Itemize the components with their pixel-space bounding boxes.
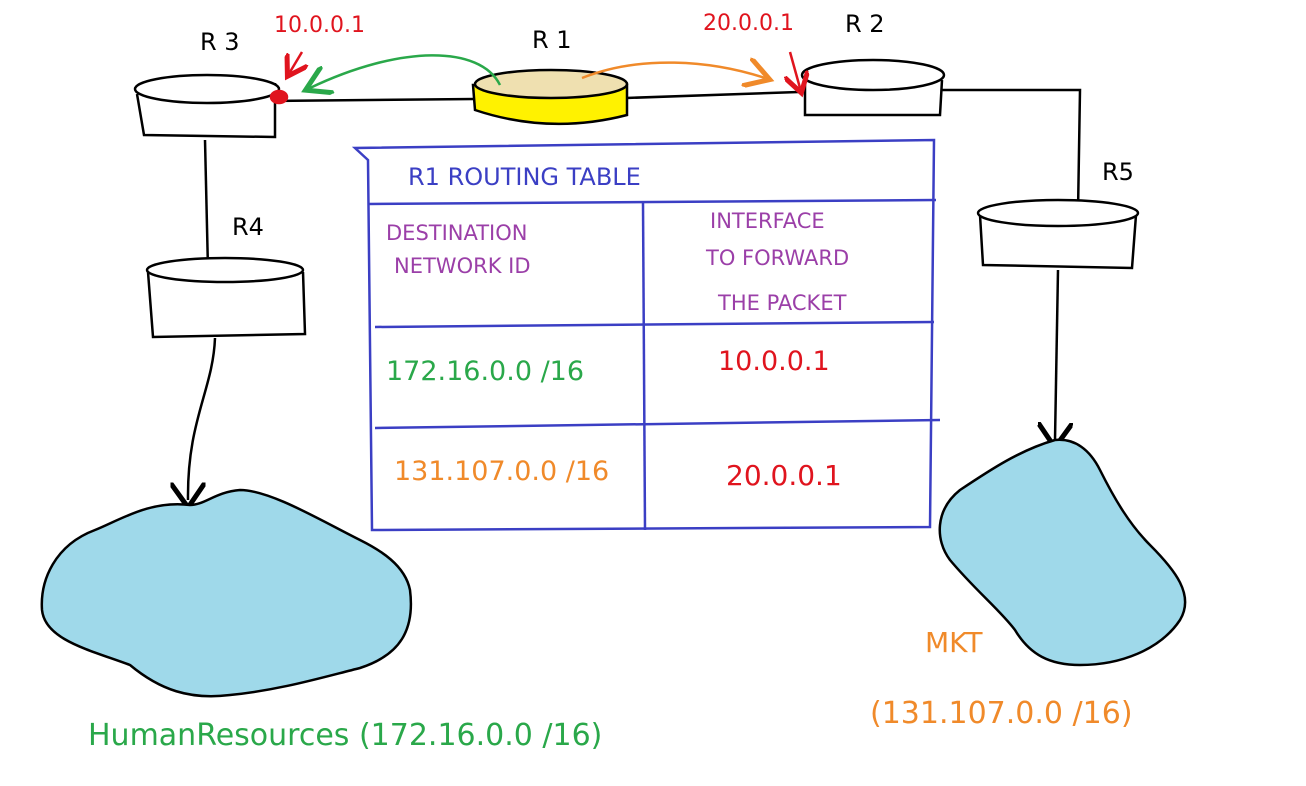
mkt-network-name: MKT — [925, 626, 983, 659]
link-r1-r2 — [625, 89, 829, 100]
link-r5-mkt — [1055, 269, 1058, 440]
link-r3-r1 — [267, 97, 476, 103]
router-r1[interactable] — [471, 68, 629, 126]
link-r4-hr — [188, 337, 217, 500]
r4-label: R4 — [232, 213, 264, 241]
green-route-arrow — [310, 54, 502, 88]
hr-network-cloud[interactable] — [40, 488, 413, 698]
routing-table — [351, 138, 941, 532]
row1-interface: 10.0.0.1 — [718, 346, 830, 377]
header-destination-line1: DESTINATION — [386, 221, 528, 245]
hr-network-label: HumanResources (172.16.0.0 /16) — [88, 718, 602, 753]
r5-label: R5 — [1102, 158, 1134, 186]
link-r2-r5 — [940, 88, 1082, 213]
router-r2[interactable] — [800, 58, 946, 117]
r1-label: R 1 — [532, 26, 572, 54]
orange-route-arrow — [581, 63, 765, 78]
router-r5[interactable] — [976, 198, 1140, 270]
routing-table-title: R1 ROUTING TABLE — [408, 163, 641, 191]
mkt-network-cloud[interactable] — [938, 438, 1187, 667]
r3-label: R 3 — [200, 28, 240, 56]
r2-interface-pointer — [790, 51, 800, 88]
row2-destination: 131.107.0.0 /16 — [394, 456, 609, 487]
mkt-network-subnet: (131.107.0.0 /16) — [870, 696, 1133, 731]
row2-interface: 20.0.0.1 — [726, 459, 842, 492]
r3-interface-ip: 10.0.0.1 — [274, 13, 365, 38]
r2-label: R 2 — [845, 10, 885, 38]
header-interface-line1: INTERFACE — [710, 209, 825, 233]
row1-destination: 172.16.0.0 /16 — [386, 356, 584, 387]
link-r3-r4 — [203, 139, 210, 271]
links — [188, 88, 1082, 500]
router-r4[interactable] — [145, 256, 307, 339]
header-interface-line2: TO FORWARD — [705, 246, 849, 270]
header-destination-line2: NETWORK ID — [394, 254, 531, 278]
r2-interface-ip: 20.0.0.1 — [703, 11, 794, 36]
r3-interface-pointer — [290, 51, 302, 72]
r3-interface-dot — [269, 89, 289, 105]
router-r3[interactable] — [133, 73, 289, 139]
header-interface-line3: THE PACKET — [717, 291, 847, 315]
